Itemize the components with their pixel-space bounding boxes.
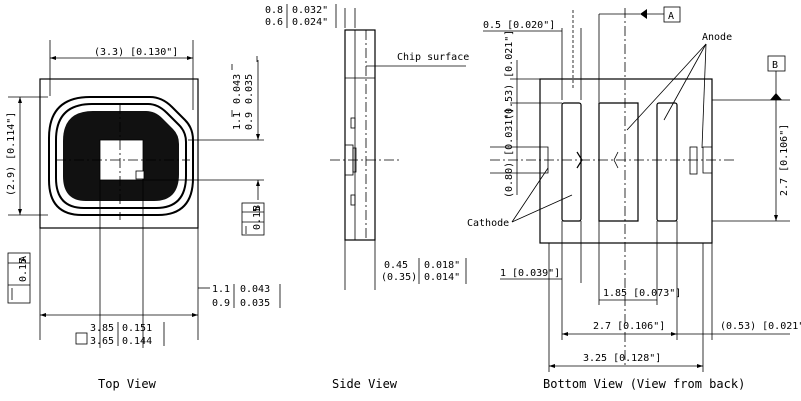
bottom-view-caption: Bottom View (View from back) — [543, 377, 745, 391]
dim-05: 0.5 [0.020"] — [483, 20, 555, 31]
right-dim-minimum-in: 0.035 — [244, 74, 255, 104]
dim-325: 3.25 [0.128"] — [583, 353, 661, 364]
top-view-caption: Top View — [98, 377, 157, 391]
side-bottom-minimum: (0.35) — [381, 272, 417, 283]
datum-a-label: A — [668, 11, 674, 22]
side-top-minimum-in: 0.024" — [292, 17, 328, 28]
top-height-dim: (2.9) [0.114"] — [6, 112, 17, 196]
bottom-right-nominal: 1.1 — [212, 284, 230, 295]
top-view-outer-ring — [48, 96, 194, 216]
side-top-minimum: 0.6 — [265, 17, 283, 28]
side-bottom-nominal-in: 0.018" — [424, 260, 460, 271]
tolerance-frame-b — [241, 202, 265, 236]
side-view-body — [344, 29, 376, 241]
bottom-width-nominal: 3.85 — [90, 323, 114, 334]
tolerance-b-datum: B — [252, 205, 263, 211]
dim-27: 2.7 [0.106"] — [593, 321, 665, 332]
anode-label: Anode — [702, 32, 732, 43]
tolerance-frame-a — [7, 252, 31, 304]
anode-pad-small — [656, 102, 678, 222]
datum-b-box — [767, 55, 786, 72]
right-dim-nominal-in: 0.043 — [232, 74, 243, 104]
cathode-label: Cathode — [467, 218, 509, 229]
bottom-view: A 0.5 [0.020"] Anode B 2.7 [0.106"] (0.5… — [467, 6, 801, 391]
side-top-nominal: 0.8 — [265, 5, 283, 16]
chip-surface-label: Chip surface — [397, 52, 469, 63]
top-view-inner-ring — [55, 103, 187, 209]
dim-053-bottom: (0.53) [0.021"] — [720, 321, 801, 332]
side-bottom-nominal: 0.45 — [384, 260, 408, 271]
bottom-right-nominal-in: 0.043 — [240, 284, 270, 295]
tolerance-a-value: 0.15 — [18, 258, 29, 282]
side-view-caption: Side View — [332, 377, 398, 391]
left-080-dim: (0.80) [0.031"] — [504, 108, 515, 198]
tolerance-b-value: 0.15 — [252, 206, 263, 230]
side-bottom-minimum-in: 0.014" — [424, 272, 460, 283]
top-view: (3.3) [0.130"] (2.9) [0.114"] 1.1 0.9 0.… — [6, 40, 281, 391]
top-width-dim: (3.3) [0.130"] — [94, 47, 178, 58]
right-height-dim: 2.7 [0.106"] — [779, 124, 790, 196]
bottom-width-nominal-in: 0.151 — [122, 323, 152, 334]
bottom-view-package-outline — [539, 78, 713, 244]
side-top-nominal-in: 0.032" — [292, 5, 328, 16]
dim-1: 1 [0.039"] — [500, 268, 560, 279]
tolerance-a-datum: A — [18, 256, 29, 262]
top-view-package-outline — [39, 78, 199, 229]
bottom-right-minimum: 0.9 — [212, 298, 230, 309]
dim-185: 1.85 [0.073"] — [603, 288, 681, 299]
datum-b-label: B — [772, 60, 778, 71]
side-view: 0.8 0.6 0.032" 0.024" Chip surface 0.45 … — [265, 4, 469, 391]
bottom-width-minimum: 3.65 — [90, 336, 114, 347]
bottom-width-minimum-in: 0.144 — [122, 336, 152, 347]
right-dim-nominal: 1.1 — [232, 112, 243, 130]
bottom-right-minimum-in: 0.035 — [240, 298, 270, 309]
left-053-dim: (0.53) [0.021"] — [504, 30, 515, 120]
top-view-bond-pad — [135, 170, 145, 180]
right-dim-minimum: 0.9 — [244, 112, 255, 130]
cathode-pad — [561, 102, 582, 222]
anode-pad-large — [576, 102, 639, 222]
datum-a-box — [663, 6, 681, 23]
